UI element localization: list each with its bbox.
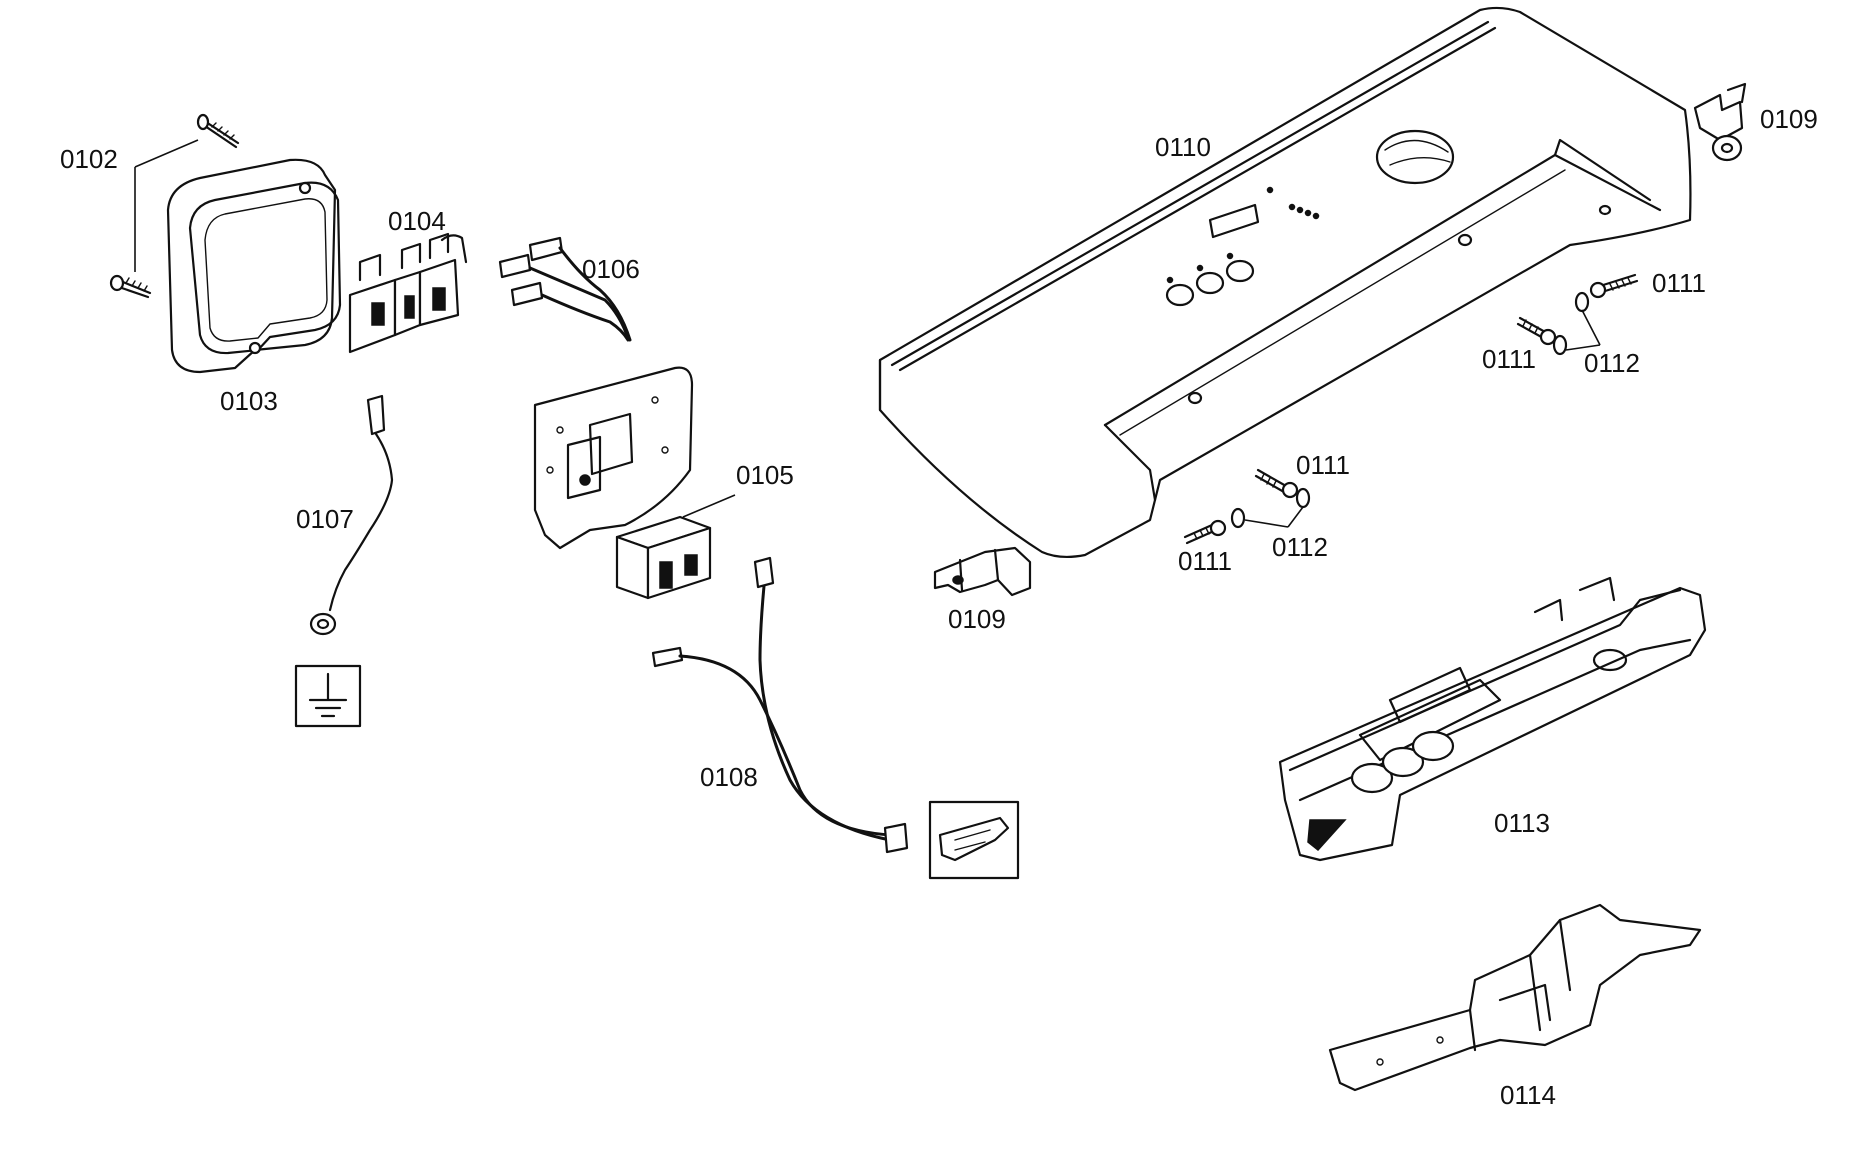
electronic-module-0113[interactable] xyxy=(1278,576,1707,862)
label-0105: 0105 xyxy=(736,460,794,490)
screw-0102-top[interactable] xyxy=(196,113,240,149)
label-0108: 0108 xyxy=(700,762,758,792)
hinge-0109-left[interactable] xyxy=(933,546,1032,597)
label-0113: 0113 xyxy=(1494,808,1550,838)
screw-0111-lower-upper[interactable] xyxy=(1254,468,1299,499)
leader-0105 xyxy=(682,494,736,518)
screw-0111-upper-right[interactable] xyxy=(1589,273,1639,299)
label-0109-left: 0109 xyxy=(948,604,1006,634)
hinge-0109-right[interactable] xyxy=(1693,82,1747,162)
label-0107: 0107 xyxy=(296,504,354,534)
leader-0112-right xyxy=(1565,309,1601,351)
label-0102: 0102 xyxy=(60,144,118,174)
mounting-bracket[interactable] xyxy=(533,366,694,550)
ground-wire-0107[interactable] xyxy=(309,394,394,636)
washer-0112-lower-a[interactable] xyxy=(1295,487,1311,509)
washer-0112-right-b[interactable] xyxy=(1552,334,1568,356)
control-panel-0110[interactable] xyxy=(878,6,1692,559)
washer-0112-lower-b[interactable] xyxy=(1230,507,1246,529)
washer-0112-right-a[interactable] xyxy=(1574,291,1590,313)
label-0112-lower: 0112 xyxy=(1272,532,1328,562)
label-0112-right: 0112 xyxy=(1584,348,1640,378)
screw-0102-bottom[interactable] xyxy=(109,274,152,299)
connector-detail-inset xyxy=(928,800,1020,880)
screw-0111-lower-lower[interactable] xyxy=(1183,519,1227,545)
label-0104: 0104 xyxy=(388,206,446,236)
label-0114: 0114 xyxy=(1500,1080,1556,1110)
ground-symbol-icon xyxy=(294,664,362,728)
label-0111-lower-lower: 0111 xyxy=(1178,546,1232,576)
relay-0105[interactable] xyxy=(615,515,712,600)
label-0111-upper-right: 0111 xyxy=(1652,268,1706,298)
wire-harness-0106[interactable] xyxy=(498,236,632,342)
label-0106: 0106 xyxy=(582,254,640,284)
label-0109-right: 0109 xyxy=(1760,104,1818,134)
cable-0108[interactable] xyxy=(651,556,909,854)
screw-0111-mid-right[interactable] xyxy=(1516,316,1557,346)
label-0110: 0110 xyxy=(1155,132,1211,162)
switch-block-0104[interactable] xyxy=(348,232,468,354)
cover-0103[interactable] xyxy=(166,158,342,374)
label-0111-lower-upper: 0111 xyxy=(1296,450,1350,480)
actuator-lever-0114[interactable] xyxy=(1328,903,1702,1092)
label-0103: 0103 xyxy=(220,386,278,416)
leader-0112-lower xyxy=(1244,506,1304,528)
leader-0102 xyxy=(134,139,199,272)
label-0111-mid-right: 0111 xyxy=(1482,344,1536,374)
